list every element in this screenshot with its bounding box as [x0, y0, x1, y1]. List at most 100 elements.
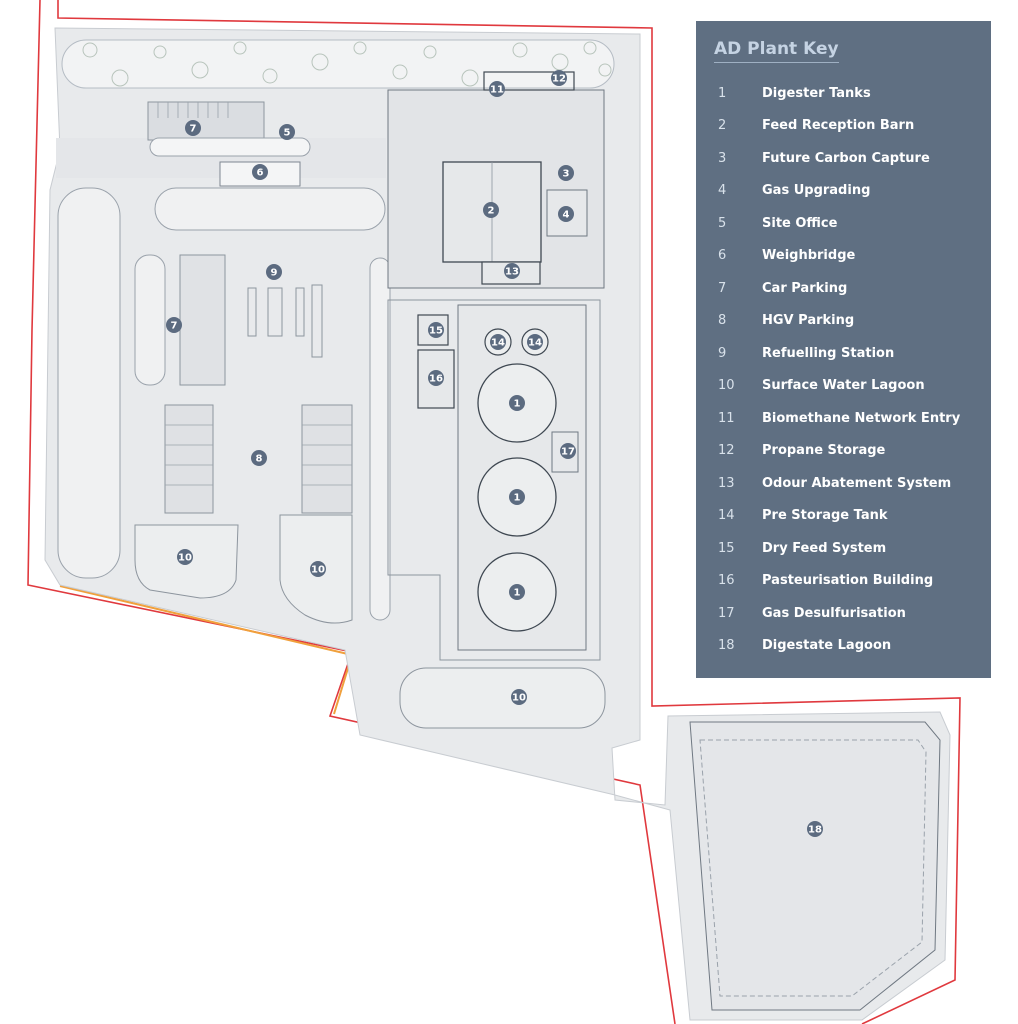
trees — [82, 41, 612, 87]
lagoon-south — [399, 667, 606, 729]
car-park-island — [134, 254, 166, 386]
svg-text:11: 11 — [490, 85, 504, 96]
key-item-label: Dry Feed System — [762, 540, 887, 556]
marker: 13 — [504, 263, 520, 279]
key-item: 11 Biomethane Network Entry — [714, 402, 973, 435]
svg-text:1: 1 — [514, 588, 521, 599]
key-item-number: 8 — [718, 313, 727, 329]
marker: 12 — [551, 70, 567, 86]
key-item: 13 Odour Abatement System — [714, 467, 973, 500]
site-boundary — [57, 0, 961, 1024]
key-item: 9 Refuelling Station — [714, 337, 973, 370]
key-item-number: 3 — [718, 150, 727, 166]
svg-text:10: 10 — [512, 693, 526, 704]
compound-outline — [387, 299, 601, 661]
marker: 6 — [252, 164, 268, 180]
key-item-label: Propane Storage — [762, 443, 886, 459]
marker: 9 — [266, 264, 282, 280]
key-item-label: Site Office — [762, 215, 838, 231]
svg-text:14: 14 — [528, 338, 542, 349]
car-park-top — [147, 101, 265, 141]
key-item-number: 15 — [718, 540, 735, 556]
key-item: 15 Dry Feed System — [714, 532, 973, 565]
key-item-label: Future Carbon Capture — [762, 150, 930, 166]
svg-text:6: 6 — [257, 168, 264, 179]
key-item-label: Gas Desulfurisation — [762, 605, 906, 621]
key-item: 5 Site Office — [714, 207, 973, 240]
svg-text:18: 18 — [808, 825, 822, 836]
key-item-number: 10 — [718, 378, 735, 394]
key-item: 4 Gas Upgrading — [714, 175, 973, 208]
marker: 17 — [560, 443, 576, 459]
key-item-number: 17 — [718, 605, 735, 621]
hgv-parking-west — [164, 404, 214, 514]
marker: 3 — [558, 165, 574, 181]
digestate-lagoon-inner — [699, 739, 927, 997]
marker: 1 — [509, 584, 525, 600]
marker: 1 — [509, 395, 525, 411]
svg-text:9: 9 — [271, 268, 278, 279]
key-item-label: Digester Tanks — [762, 85, 871, 101]
key-item-label: HGV Parking — [762, 313, 855, 329]
key-title: AD Plant Key — [714, 39, 839, 63]
svg-text:1: 1 — [514, 493, 521, 504]
marker: 15 — [428, 322, 444, 338]
svg-text:7: 7 — [171, 321, 178, 332]
marker: 18 — [807, 821, 823, 837]
key-item-label: Pasteurisation Building — [762, 573, 934, 589]
svg-text:17: 17 — [561, 447, 575, 458]
key-item-label: Car Parking — [762, 280, 848, 296]
west-island — [57, 187, 121, 579]
marker: 11 — [489, 81, 505, 97]
key-item-label: Pre Storage Tank — [762, 508, 888, 524]
marker: 10 — [310, 561, 326, 577]
hgv-parking-east — [301, 404, 353, 514]
map-markers: 1 1 1 2 3 4 5 6 7 7 8 9 10 10 10 11 12 1… — [166, 70, 823, 837]
svg-text:14: 14 — [491, 338, 505, 349]
east-strip — [369, 257, 391, 621]
marker: 10 — [177, 549, 193, 565]
svg-text:7: 7 — [190, 124, 197, 135]
key-item: 10 Surface Water Lagoon — [714, 370, 973, 403]
svg-text:2: 2 — [488, 206, 495, 217]
refuelling-station — [247, 284, 323, 358]
key-item: 3 Future Carbon Capture — [714, 142, 973, 175]
marker: 10 — [511, 689, 527, 705]
key-item-number: 9 — [718, 345, 727, 361]
marker: 5 — [279, 124, 295, 140]
key-item-label: Surface Water Lagoon — [762, 378, 925, 394]
key-item-label: Biomethane Network Entry — [762, 410, 961, 426]
key-item-number: 11 — [718, 410, 735, 426]
svg-text:8: 8 — [256, 454, 263, 465]
key-item-label: Feed Reception Barn — [762, 118, 915, 134]
site-office-island — [149, 137, 311, 157]
key-item: 8 HGV Parking — [714, 305, 973, 338]
marker: 7 — [185, 120, 201, 136]
svg-text:12: 12 — [552, 74, 566, 85]
central-island — [154, 187, 386, 231]
key-item-number: 12 — [718, 443, 735, 459]
car-park-west — [179, 254, 226, 386]
svg-text:1: 1 — [514, 399, 521, 410]
key-item-number: 18 — [718, 638, 735, 654]
marker: 8 — [251, 450, 267, 466]
marker: 16 — [428, 370, 444, 386]
key-item-number: 4 — [718, 183, 727, 199]
key-item-label: Gas Upgrading — [762, 183, 871, 199]
key-item-label: Refuelling Station — [762, 345, 895, 361]
landscape-strip — [61, 39, 615, 89]
key-item-label: Odour Abatement System — [762, 475, 952, 491]
marker: 4 — [558, 206, 574, 222]
svg-text:13: 13 — [505, 267, 519, 278]
key-item-number: 13 — [718, 475, 735, 491]
key-item-number: 16 — [718, 573, 735, 589]
key-item-number: 5 — [718, 215, 727, 231]
